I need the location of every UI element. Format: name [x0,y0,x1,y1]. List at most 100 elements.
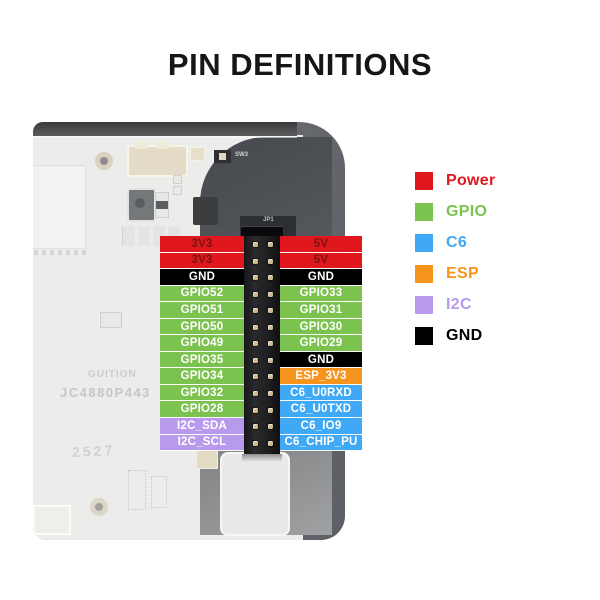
pin-dot [253,390,258,396]
battery-connector [127,141,188,177]
pin-label-right: 5V [280,252,362,269]
pin-label-right: GPIO31 [280,302,362,318]
board-component [34,250,86,255]
pin-label-right: GPIO29 [280,335,362,351]
pin-label-right: C6_U0TXD [280,401,362,418]
pin-dot [268,258,273,264]
pin-row: 3V3 5V [160,236,362,253]
pin-row: GPIO34 ESP_3V3 [160,368,362,385]
pin-label-right: 5V [280,236,362,252]
pin-dot [268,407,273,413]
legend-label: ESP [446,265,479,282]
board-component [127,188,156,222]
pin-row: I2C_SCL C6_CHIP_PU [160,434,362,452]
board-component [151,476,167,508]
legend-label: GND [446,327,483,344]
pin-label-left: 3V3 [160,236,244,252]
legend-label: I2C [446,296,472,313]
legend-swatch [415,172,433,190]
pin-dot [253,291,258,297]
board-component [190,147,205,161]
board-component [196,449,218,469]
legend-swatch [415,234,433,252]
board-top-edge [33,122,297,138]
pin-dot [268,242,273,247]
silkscreen-logo: GUITION [88,369,137,380]
pin-label-left: I2C_SCL [160,434,244,451]
pin-dot [268,275,273,281]
mounting-hole [90,498,108,516]
pin-dot [268,390,273,396]
pin-label-left: GPIO35 [160,351,244,368]
pin-label-right: ESP_3V3 [280,368,362,384]
pin-dot [268,308,273,314]
legend-label: C6 [446,234,468,251]
pin-label-right: GND [280,351,362,368]
legend-label: GPIO [446,203,488,220]
silkscreen-switch-label: SW3 [235,152,249,158]
pin-dot [253,341,258,347]
board-component [33,165,86,249]
pin-label-right: C6_U0RXD [280,384,362,401]
pin-dot [253,374,258,380]
pin-dot [253,324,258,330]
board-component [100,312,122,328]
pin-label-right: C6_CHIP_PU [280,434,362,451]
pin-label-right: GND [280,269,362,285]
pin-label-left: GPIO51 [160,302,244,318]
legend-label: Power [446,172,496,189]
pin-header-connector [241,226,283,462]
pin-dot [268,291,273,297]
legend-item-c6: C6 [415,234,496,252]
pin-dot [268,341,273,347]
pin-label-left: 3V3 [160,252,244,269]
pin-row: 3V3 5V [160,252,362,270]
pin-dot [268,357,273,363]
pin-label-right: C6_IO9 [280,418,362,434]
silkscreen-date-code: 2527 [71,441,116,461]
legend-swatch [415,265,433,283]
switch-component [214,150,231,163]
pin-dot [268,324,273,330]
pin-dot [268,440,273,446]
legend-item-esp: ESP [415,265,496,283]
pin-dot [268,374,273,380]
chip-component [193,197,218,225]
legend-item-i2c: I2C [415,296,496,314]
pin-label-left: GPIO49 [160,335,244,351]
legend-item-gnd: GND [415,327,496,345]
pin-label-left: GND [160,269,244,285]
page-title: PIN DEFINITIONS [167,46,433,82]
pin-label-left: I2C_SDA [160,418,244,434]
pin-dot [253,424,258,430]
pin-dot [253,407,258,413]
legend-item-power: Power [415,172,496,190]
pin-dot [253,357,258,363]
silkscreen-model-number: JC4880P443 [60,385,151,400]
legend-swatch [415,327,433,345]
pin-dot [253,242,258,247]
silkscreen-header-label: JP1 [263,217,274,223]
pin-dot [268,424,273,430]
pin-row: GPIO28 C6_U0TXD [160,401,362,419]
pin-label-left: GPIO50 [160,318,244,335]
board-component [173,175,182,184]
pin-row: GPIO49 GPIO29 [160,335,362,352]
pin-dot [253,275,258,281]
pin-label-left: GPIO28 [160,401,244,418]
board-component [173,186,182,195]
pin-label-left: GPIO52 [160,285,244,302]
legend-swatch [415,203,433,221]
pin-label-left: GPIO32 [160,384,244,401]
pin-label-right: GPIO33 [280,285,362,302]
pin-row: I2C_SDA C6_IO9 [160,418,362,435]
pin-dot [253,308,258,314]
pin-label-right: GPIO30 [280,318,362,335]
pin-label-left: GPIO34 [160,368,244,384]
board-component [155,192,169,218]
mounting-hole [95,152,113,170]
board-component [33,505,71,535]
pin-dot [253,440,258,446]
